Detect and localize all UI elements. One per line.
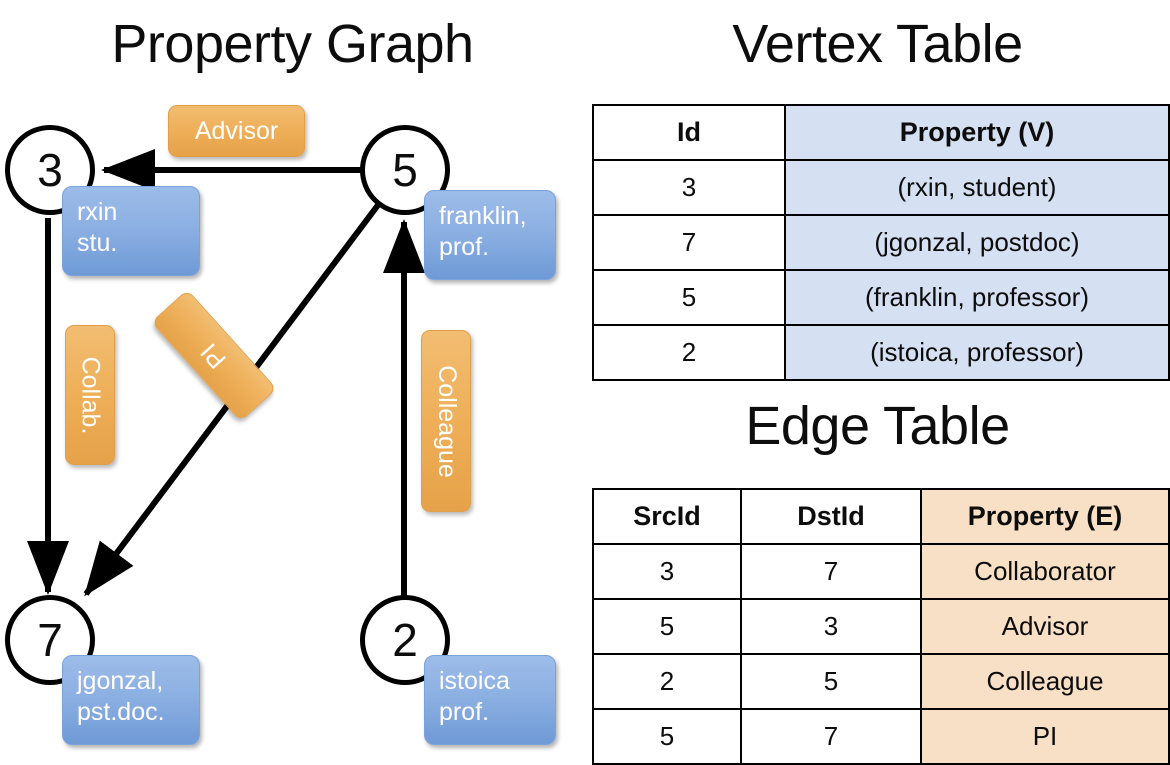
vertex-cell-property: (franklin, professor) [784, 269, 1170, 326]
vertex-cell-property: (istoica, professor) [784, 324, 1170, 381]
vertex-cell-id: 5 [592, 269, 786, 326]
graph-node-5-property-line2: prof. [439, 233, 490, 261]
edge-cell-dstid: 7 [740, 543, 922, 600]
vertex-cell-id: 7 [592, 214, 786, 271]
table-row[interactable]: 5 3 Advisor [592, 598, 1170, 655]
edge-cell-dstid: 5 [740, 653, 922, 710]
page-title-edge-table: Edge Table [745, 396, 1010, 456]
edge-label-collab-text: Collab. [76, 356, 105, 434]
edge-label-advisor: Advisor [168, 105, 305, 157]
edge-table-header-property: Property (E) [920, 488, 1170, 545]
vertex-table-header-property: Property (V) [784, 104, 1170, 161]
table-row[interactable]: 3 7 Collaborator [592, 543, 1170, 600]
edge-cell-property: PI [920, 708, 1170, 765]
edge-cell-property: Collaborator [920, 543, 1170, 600]
graph-node-2-property-box: istoica prof. [424, 655, 556, 745]
table-row[interactable]: 7 (jgonzal, postdoc) [592, 214, 1170, 271]
edge-cell-srcid: 2 [592, 653, 742, 710]
table-row[interactable]: 5 7 PI [592, 708, 1170, 765]
vertex-cell-property: (jgonzal, postdoc) [784, 214, 1170, 271]
graph-node-5[interactable]: 5 [360, 125, 450, 215]
vertex-table: Id Property (V) 3 (rxin, student) 7 (jgo… [592, 104, 1170, 381]
table-row[interactable]: 2 (istoica, professor) [592, 324, 1170, 381]
graph-node-2-property-line2: prof. [439, 698, 490, 726]
graph-node-3-property-line2: stu. [77, 229, 118, 257]
graph-node-5-property-box: franklin, prof. [424, 190, 556, 280]
edge-table-header-dstid: DstId [740, 488, 922, 545]
graph-node-2-property-line1: istoica [439, 667, 510, 695]
graph-node-3-label: 3 [37, 144, 63, 196]
vertex-table-header-id: Id [592, 104, 786, 161]
vertex-cell-id: 3 [592, 159, 786, 216]
edge-table: SrcId DstId Property (E) 3 7 Collaborato… [592, 488, 1170, 765]
edge-cell-srcid: 3 [592, 543, 742, 600]
edge-cell-dstid: 7 [740, 708, 922, 765]
table-row[interactable]: 5 (franklin, professor) [592, 269, 1170, 326]
table-row[interactable]: 2 5 Colleague [592, 653, 1170, 710]
edge-cell-property: Colleague [920, 653, 1170, 710]
graph-node-7-label: 7 [37, 614, 63, 666]
edge-cell-srcid: 5 [592, 708, 742, 765]
edge-label-pi-text: PI [195, 337, 232, 374]
graph-node-7-property-line2: pst.doc. [77, 698, 165, 726]
edge-cell-srcid: 5 [592, 598, 742, 655]
graph-node-3-property-line1: rxin [77, 198, 118, 226]
table-row[interactable]: 3 (rxin, student) [592, 159, 1170, 216]
vertex-cell-property: (rxin, student) [784, 159, 1170, 216]
edge-label-collab: Collab. [65, 325, 115, 465]
graph-node-7-property-box: jgonzal, pst.doc. [62, 655, 200, 745]
vertex-table-header-row: Id Property (V) [592, 104, 1170, 161]
edge-cell-dstid: 3 [740, 598, 922, 655]
edge-label-colleague-text: Colleague [432, 364, 461, 478]
graph-node-2[interactable]: 2 [360, 595, 450, 685]
edge-label-colleague: Colleague [421, 330, 471, 512]
graph-node-2-label: 2 [392, 614, 418, 666]
property-graph-diagram: 3 rxin stu. 5 franklin, prof. 7 jgonzal,… [0, 0, 585, 760]
vertex-cell-id: 2 [592, 324, 786, 381]
edge-table-header-row: SrcId DstId Property (E) [592, 488, 1170, 545]
page-title-property-graph: Property Graph [111, 14, 474, 74]
edge-table-header-srcid: SrcId [592, 488, 742, 545]
graph-node-3-property-box: rxin stu. [62, 186, 200, 276]
graph-node-7-property-line1: jgonzal, [77, 667, 164, 695]
page-title-vertex-table: Vertex Table [732, 14, 1023, 74]
edge-label-advisor-text: Advisor [194, 116, 279, 145]
graph-node-5-label: 5 [392, 144, 418, 196]
edge-cell-property: Advisor [920, 598, 1170, 655]
graph-node-5-property-line1: franklin, [439, 202, 527, 230]
